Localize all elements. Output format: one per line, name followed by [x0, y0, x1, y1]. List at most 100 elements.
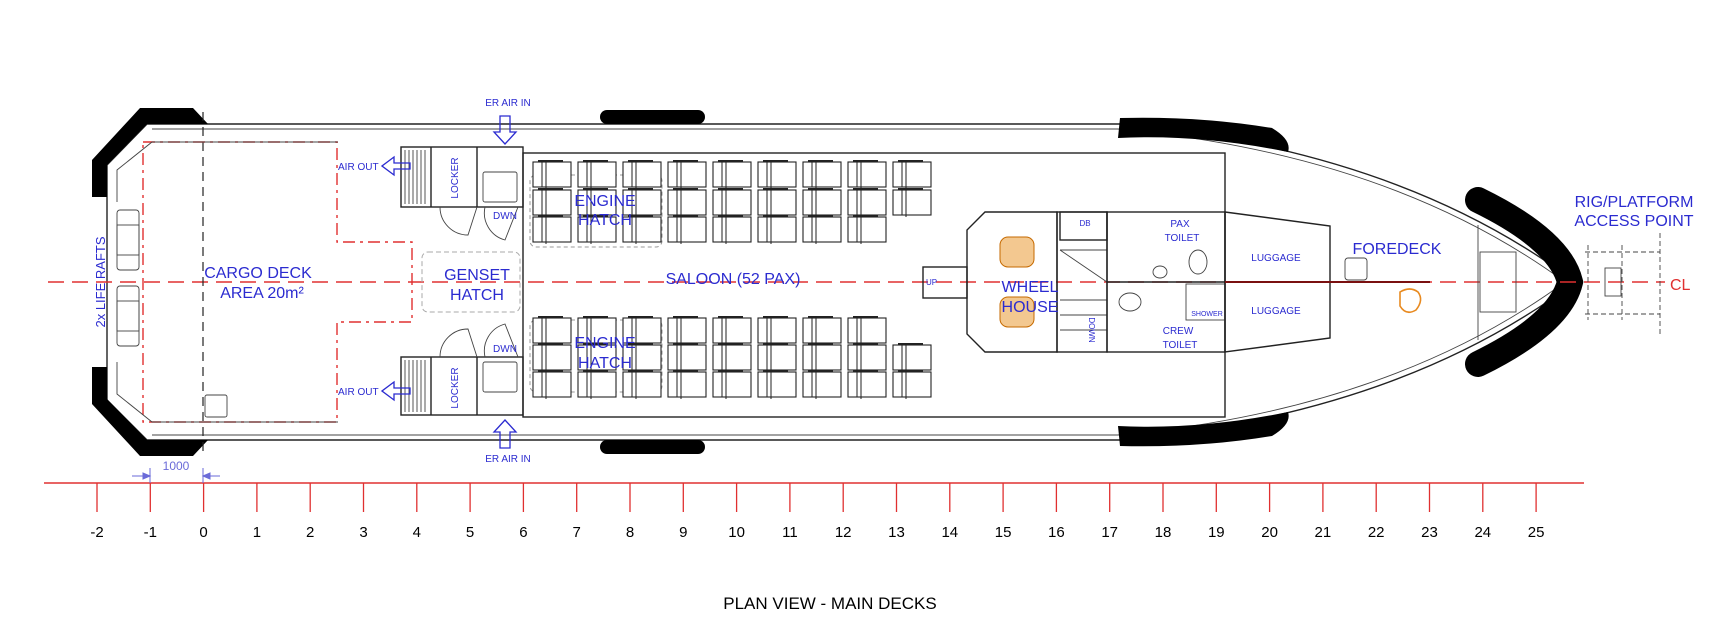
life-rafts-label: 2x LIFE RAFTS	[93, 236, 108, 327]
cargo-deck-label: CARGO DECK	[204, 265, 312, 282]
ruler-label: 20	[1261, 524, 1278, 541]
luggage-label: LUGGAGE	[1251, 253, 1301, 264]
foredeck-hatch	[1344, 257, 1368, 281]
side-fender	[600, 440, 705, 454]
foredeck-label: FOREDECK	[1353, 241, 1442, 258]
sink-icon	[1152, 265, 1168, 279]
passenger-seat	[802, 343, 842, 372]
pax-toilet-label: TOILET	[1165, 233, 1200, 244]
ruler-label: 4	[413, 524, 421, 541]
seating	[532, 160, 932, 399]
ruler-label: 21	[1315, 524, 1332, 541]
deck-hatch	[204, 394, 228, 418]
drawing-title: PLAN VIEW - MAIN DECKS	[723, 594, 936, 613]
passenger-seat	[577, 316, 617, 345]
ruler-label: 1	[253, 524, 261, 541]
passenger-seat	[622, 160, 662, 189]
passenger-seat	[757, 370, 797, 399]
ruler-label: 8	[626, 524, 634, 541]
platform-gangway	[1585, 233, 1661, 335]
ruler-label: 9	[679, 524, 687, 541]
passenger-seat	[847, 316, 887, 345]
locker-label: LOCKER	[450, 367, 461, 408]
passenger-seat	[532, 215, 572, 244]
passenger-seat	[802, 316, 842, 345]
ruler-label: 19	[1208, 524, 1225, 541]
passenger-seat	[532, 160, 572, 189]
ruler-label: 7	[573, 524, 581, 541]
centerline-label: CL	[1670, 277, 1691, 294]
ruler-label: 24	[1474, 524, 1491, 541]
passenger-seat	[667, 188, 707, 217]
passenger-seat	[757, 160, 797, 189]
ruler-label: 17	[1101, 524, 1118, 541]
stair-treads	[1059, 249, 1108, 331]
life-raft	[116, 285, 140, 347]
side-fender	[600, 110, 705, 124]
passenger-seat	[712, 215, 752, 244]
air-out-arrow-icon	[380, 155, 411, 177]
passenger-seat	[667, 160, 707, 189]
passenger-seat	[577, 188, 617, 217]
genset-hatch-label: HATCH	[450, 287, 504, 304]
passenger-seat	[802, 160, 842, 189]
passenger-seat	[802, 370, 842, 399]
helm-seat	[999, 236, 1035, 268]
bulwark-rail	[116, 362, 338, 423]
passenger-seat	[532, 343, 572, 372]
engine-hatch-label: ENGINE	[574, 335, 635, 352]
passenger-seat	[667, 316, 707, 345]
access-point-label: ACCESS POINT	[1574, 213, 1693, 230]
dimension-label: 1000	[163, 459, 190, 473]
engine-hatch-label: HATCH	[578, 355, 632, 372]
ruler-label: 22	[1368, 524, 1385, 541]
toilet-icon	[1188, 249, 1208, 275]
passenger-seat	[712, 370, 752, 399]
pax-toilet-label: PAX	[1170, 219, 1190, 230]
passenger-seat	[757, 215, 797, 244]
bulwark-rail	[116, 141, 338, 202]
ruler-label: 5	[466, 524, 474, 541]
aft-block-port	[400, 146, 524, 241]
db-label: DB	[1079, 219, 1090, 228]
passenger-seat	[757, 188, 797, 217]
passenger-seat	[802, 188, 842, 217]
air-out-arrow-icon	[380, 380, 411, 402]
passenger-seat	[847, 160, 887, 189]
luggage-area	[1224, 211, 1331, 353]
passenger-seat	[892, 370, 932, 399]
crew-figure	[1399, 288, 1422, 314]
passenger-seat	[532, 316, 572, 345]
ruler-label: 15	[995, 524, 1012, 541]
air-out-label: AIR OUT	[338, 387, 379, 398]
passenger-seat	[622, 316, 662, 345]
stern-fender-port	[92, 108, 208, 197]
wheelhouse-label: HOUSE	[1002, 299, 1059, 316]
ruler-label: 0	[199, 524, 207, 541]
life-raft	[116, 209, 140, 271]
dwn-label: DWN	[493, 344, 517, 355]
rig-platform-label: RIG/PLATFORM	[1575, 194, 1694, 211]
engine-hatch-label: ENGINE	[574, 193, 635, 210]
helm-seat	[999, 296, 1035, 328]
wheelhouse-steps	[922, 266, 968, 299]
passenger-seat	[847, 343, 887, 372]
passenger-seat	[712, 188, 752, 217]
passenger-seat	[712, 160, 752, 189]
shower-label: SHOWER	[1191, 311, 1223, 318]
engine-hatch-label: HATCH	[578, 212, 632, 229]
passenger-seat	[577, 215, 617, 244]
up-label: UP	[926, 278, 937, 287]
passenger-seat	[892, 160, 932, 189]
passenger-seat	[667, 215, 707, 244]
ruler-label: -2	[90, 524, 103, 541]
ruler-label: 14	[941, 524, 958, 541]
ruler-label: 12	[835, 524, 852, 541]
passenger-seat	[802, 215, 842, 244]
passenger-seat	[577, 370, 617, 399]
passenger-seat	[622, 215, 662, 244]
dwn-label: DWN	[493, 211, 517, 222]
er-air-in-arrow-icon	[492, 115, 518, 145]
crew-toilet-label: CREW	[1163, 326, 1194, 337]
ruler-label: -1	[144, 524, 157, 541]
